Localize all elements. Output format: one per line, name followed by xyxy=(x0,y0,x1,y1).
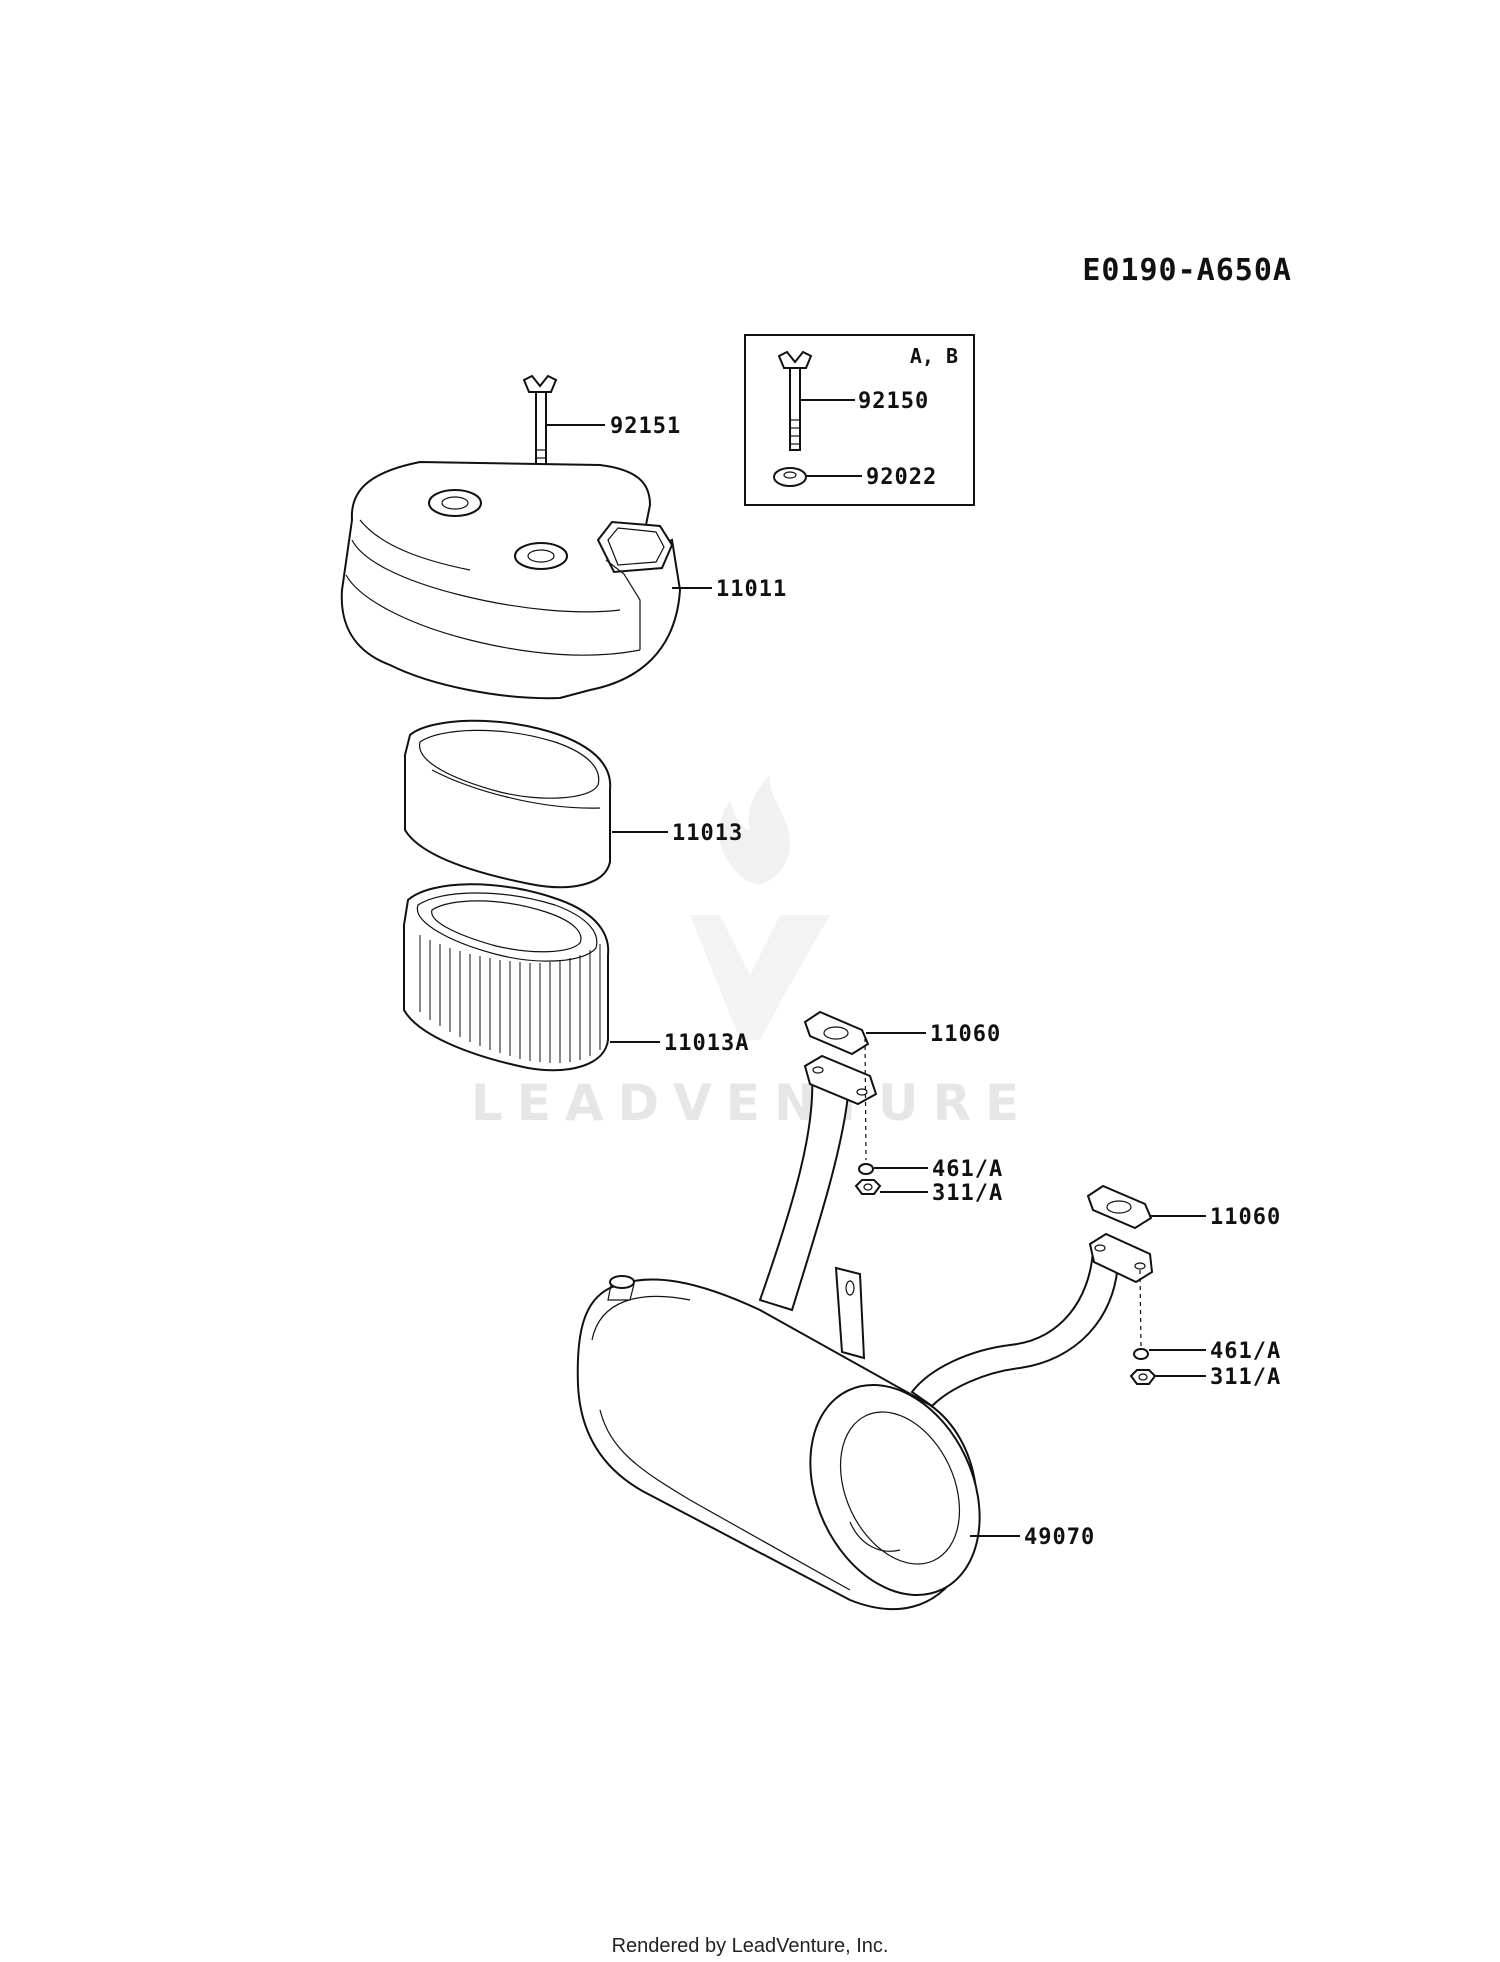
inset-box: A, B xyxy=(744,334,975,506)
leader-lines xyxy=(547,399,1206,1537)
part-label-11013: 11013 xyxy=(672,821,743,846)
part-label-11011: 11011 xyxy=(716,577,787,602)
gasket-11060-upper-icon xyxy=(803,1010,870,1056)
part-label-92022: 92022 xyxy=(866,465,937,490)
air-cleaner-cover-11011-icon xyxy=(340,460,682,700)
part-label-461-lower: 461/A xyxy=(1210,1339,1281,1364)
paper-filter-11013A-icon xyxy=(403,883,610,1072)
part-label-49070: 49070 xyxy=(1024,1525,1095,1550)
lock-washer-461-lower-icon xyxy=(1133,1348,1149,1360)
muffler-49070-icon xyxy=(576,1054,1154,1611)
washer-92022-icon xyxy=(773,467,807,487)
watermark-text: LEADVENTURE xyxy=(471,1074,1033,1132)
part-label-11060-lower: 11060 xyxy=(1210,1205,1281,1230)
part-label-92151: 92151 xyxy=(610,414,681,439)
lock-washer-461-upper-icon xyxy=(858,1163,874,1175)
footer-credit: Rendered by LeadVenture, Inc. xyxy=(612,1935,889,1957)
part-label-311-upper: 311/A xyxy=(932,1181,1003,1206)
inset-note: A, B xyxy=(910,344,958,368)
nut-311-lower-icon xyxy=(1129,1369,1157,1385)
wing-bolt-92150-icon xyxy=(777,350,813,451)
sheet-code: E0190-A650A xyxy=(1082,253,1292,288)
leadventure-watermark-logo xyxy=(690,775,830,1040)
part-label-92150: 92150 xyxy=(858,389,929,414)
part-label-11060-upper: 11060 xyxy=(930,1022,1001,1047)
nut-311-upper-icon xyxy=(854,1179,882,1195)
part-label-11013A: 11013A xyxy=(664,1031,749,1056)
foam-precleaner-11013-icon xyxy=(404,719,612,889)
part-label-311-lower: 311/A xyxy=(1210,1365,1281,1390)
gasket-11060-lower-icon xyxy=(1086,1184,1153,1230)
part-label-461-upper: 461/A xyxy=(932,1157,1003,1182)
